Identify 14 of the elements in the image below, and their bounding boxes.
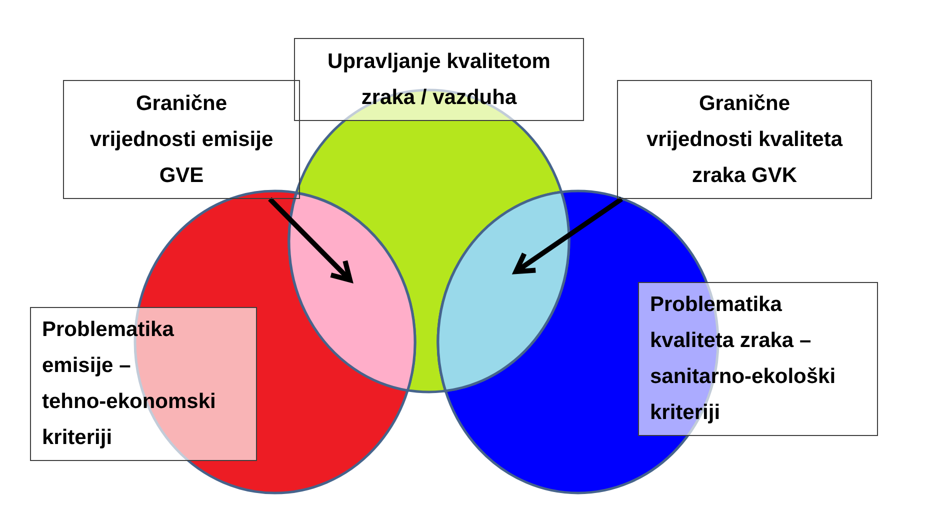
- callout-box: [617, 80, 872, 199]
- overlap-region: [288, 192, 416, 392]
- arrow: [513, 196, 624, 274]
- callout-text: Granične vrijednosti emisije GVE: [88, 90, 274, 188]
- label-text: Upravljanje kvalitetom zraka / vazduha: [326, 48, 552, 110]
- text-box: [30, 307, 257, 461]
- label-text: Problematika kvaliteta zraka – sanitarno-ekološki kriteriji: [650, 292, 837, 426]
- callout-text: Granične vrijednosti kvaliteta zraka GVK: [645, 90, 844, 188]
- text-box: [294, 38, 584, 121]
- text-box: [638, 282, 878, 436]
- overlap-region: [436, 190, 570, 392]
- label-text: Problematika emisije – tehno-ekonomski kriteriji: [42, 317, 217, 451]
- arrow: [268, 197, 352, 283]
- callout-box: [63, 80, 300, 199]
